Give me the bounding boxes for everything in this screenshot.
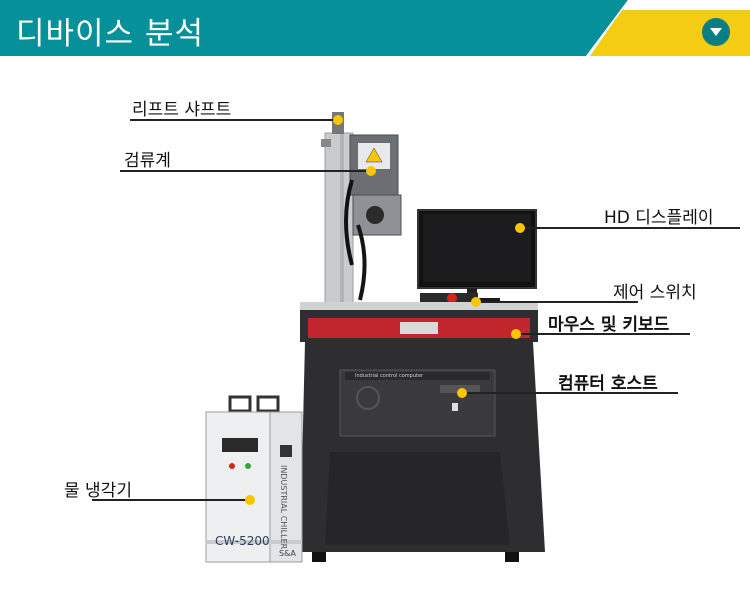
page-header: 디바이스 분석 xyxy=(0,0,750,56)
control-switch-label: 제어 스위치 xyxy=(613,283,697,303)
lift-shaft-label: 리프트 샤프트 xyxy=(132,100,232,120)
hd-display-marker xyxy=(515,223,525,233)
mouse-keyboard-marker xyxy=(511,329,521,339)
chevron-down-circle-icon[interactable] xyxy=(702,18,730,46)
control-switch-marker xyxy=(471,297,481,307)
callout-lines xyxy=(92,119,740,501)
chiller-model-text: CW-5200 xyxy=(215,534,270,548)
computer-host-marker xyxy=(457,388,467,398)
computer-host-label: 컴퓨터 호스트 xyxy=(558,374,658,394)
galvanometer-label: 검류계 xyxy=(124,151,171,171)
lift-column xyxy=(321,112,354,309)
galvanometer-head xyxy=(344,134,402,266)
galvanometer-marker xyxy=(366,166,376,176)
page-title: 디바이스 분석 xyxy=(16,16,204,52)
mouse-keyboard-label: 마우스 및 키보드 xyxy=(548,315,670,335)
cable xyxy=(356,224,367,301)
callout-markers xyxy=(245,115,525,505)
chiller-brand-text: S&A xyxy=(279,549,296,558)
machine-body xyxy=(300,302,545,562)
pc-label-text: Industrial control computer xyxy=(355,373,424,379)
chiller-side-text: INDUSTRIAL CHILLER xyxy=(279,465,288,550)
water-chiller-label: 물 냉각기 xyxy=(64,481,132,501)
monitor xyxy=(417,209,537,304)
water-chiller-marker xyxy=(245,495,255,505)
hd-display-label: HD 디스플레이 xyxy=(604,208,714,228)
water-chiller-unit xyxy=(205,395,303,563)
lift-shaft-marker xyxy=(333,115,343,125)
drawer-handle xyxy=(400,322,438,334)
